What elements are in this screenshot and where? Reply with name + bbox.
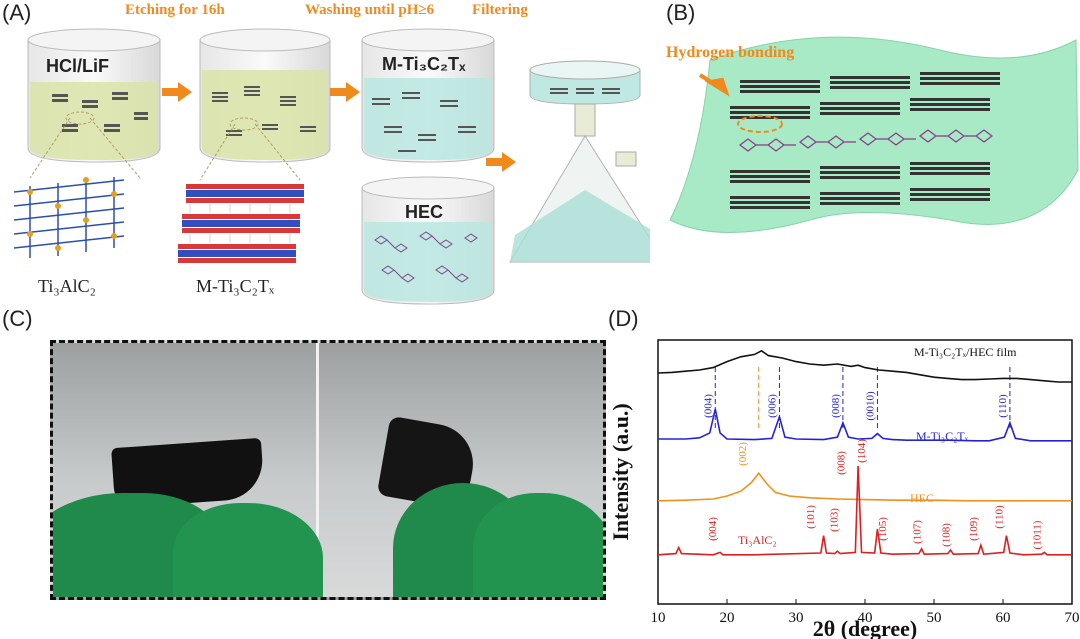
- hydrogen-bond-highlight: [737, 115, 783, 133]
- crystal-ti3alc2: [13, 177, 125, 258]
- peak-label: (107): [911, 520, 923, 544]
- peak-label: (104): [856, 439, 868, 463]
- panel-b-label: (B): [666, 0, 696, 25]
- hydrogen-bonding-label: Hydrogen bonding: [666, 44, 795, 61]
- peak-label: (008): [835, 451, 847, 475]
- filtration-funnel: [509, 60, 650, 263]
- peak-label: (004): [707, 517, 719, 541]
- series-label-mxene: M-Ti₃C₂Tₓ: [916, 429, 969, 443]
- series-line: [657, 349, 1072, 383]
- beaker-etched: [199, 28, 331, 181]
- series-line: [657, 465, 1072, 556]
- peak-label: (101): [805, 505, 817, 529]
- x-tick-label: 50: [927, 610, 942, 626]
- peak-label: (108): [940, 523, 952, 547]
- glove-thumb-left: [173, 503, 323, 597]
- arrow-right-icon: [330, 82, 360, 102]
- peak-label: (110): [993, 505, 1005, 529]
- series-line: [657, 471, 1072, 502]
- x-tick-label: 60: [996, 610, 1011, 626]
- x-tick-label: 70: [1065, 610, 1080, 626]
- x-tick-label: 10: [651, 610, 666, 626]
- y-axis-label: Intensity (a.u.): [610, 403, 633, 541]
- panel-d-label: (D): [608, 306, 639, 331]
- peak-label: (105): [877, 517, 889, 541]
- peak-label: (1011): [1031, 520, 1043, 549]
- peak-label: (004): [702, 394, 714, 418]
- x-tick-label: 40: [858, 610, 873, 626]
- photo-flexible-film: [50, 340, 606, 600]
- peak-label: (002): [737, 442, 749, 466]
- peak-label: (109): [968, 517, 980, 541]
- arrow-right-icon: [162, 82, 192, 102]
- panel-a-label: (A): [2, 0, 32, 25]
- step-etching-label: Etching for 16h: [125, 2, 225, 18]
- beaker-hec: [361, 176, 495, 305]
- hec-chains: [739, 129, 993, 152]
- photo-divider: [316, 343, 319, 597]
- peak-label: (110): [997, 394, 1009, 418]
- beaker-mxene: [361, 28, 495, 163]
- peak-label: (0010): [864, 391, 876, 421]
- plot-frame: [657, 339, 1073, 605]
- series-line: [658, 408, 1072, 442]
- beaker-hcl-lif-label: HCl/LiF: [46, 56, 109, 76]
- peak-label: (008): [830, 394, 842, 418]
- schematic-a: [13, 28, 650, 305]
- series-label-film: M-Ti₃C₂Tₓ/HEC film: [914, 345, 1017, 359]
- peak-label: (006): [766, 394, 778, 418]
- arrow-down-right-icon: [698, 73, 730, 97]
- crystal-mxene: [178, 184, 304, 263]
- beaker-hec-label: HEC: [405, 202, 444, 222]
- panel-c-label: (C): [2, 306, 33, 331]
- arrow-icons: [162, 82, 516, 172]
- crystal-mxene-label: M-Ti₃C₂Tₓ: [196, 276, 275, 296]
- step-filtering-label: Filtering: [472, 2, 528, 18]
- series-label-hec: HEC: [910, 491, 934, 505]
- peak-label: (103): [829, 508, 841, 532]
- crystal-ti3alc2-label: Ti₃AlC₂: [38, 276, 96, 296]
- series-label-ti3alc2: Ti₃AlC₂: [738, 533, 777, 547]
- xrd-chart: 10 20 30 40 50 60 70 (004) (006) (008) (0010) (110…: [610, 339, 1080, 639]
- glove-thumb-right: [473, 493, 603, 597]
- beaker-hcl-lif: [27, 28, 161, 179]
- beaker-mxene-label: M-Ti₃C₂Tₓ: [382, 54, 466, 74]
- x-tick-label: 20: [720, 610, 735, 626]
- x-axis-label: 2θ (degree): [813, 616, 918, 639]
- x-tick-label: 30: [789, 610, 804, 626]
- film-schematic-b: [669, 36, 1079, 233]
- step-washing-label: Washing until pH≥6: [305, 2, 435, 18]
- arrow-right-icon: [486, 152, 516, 172]
